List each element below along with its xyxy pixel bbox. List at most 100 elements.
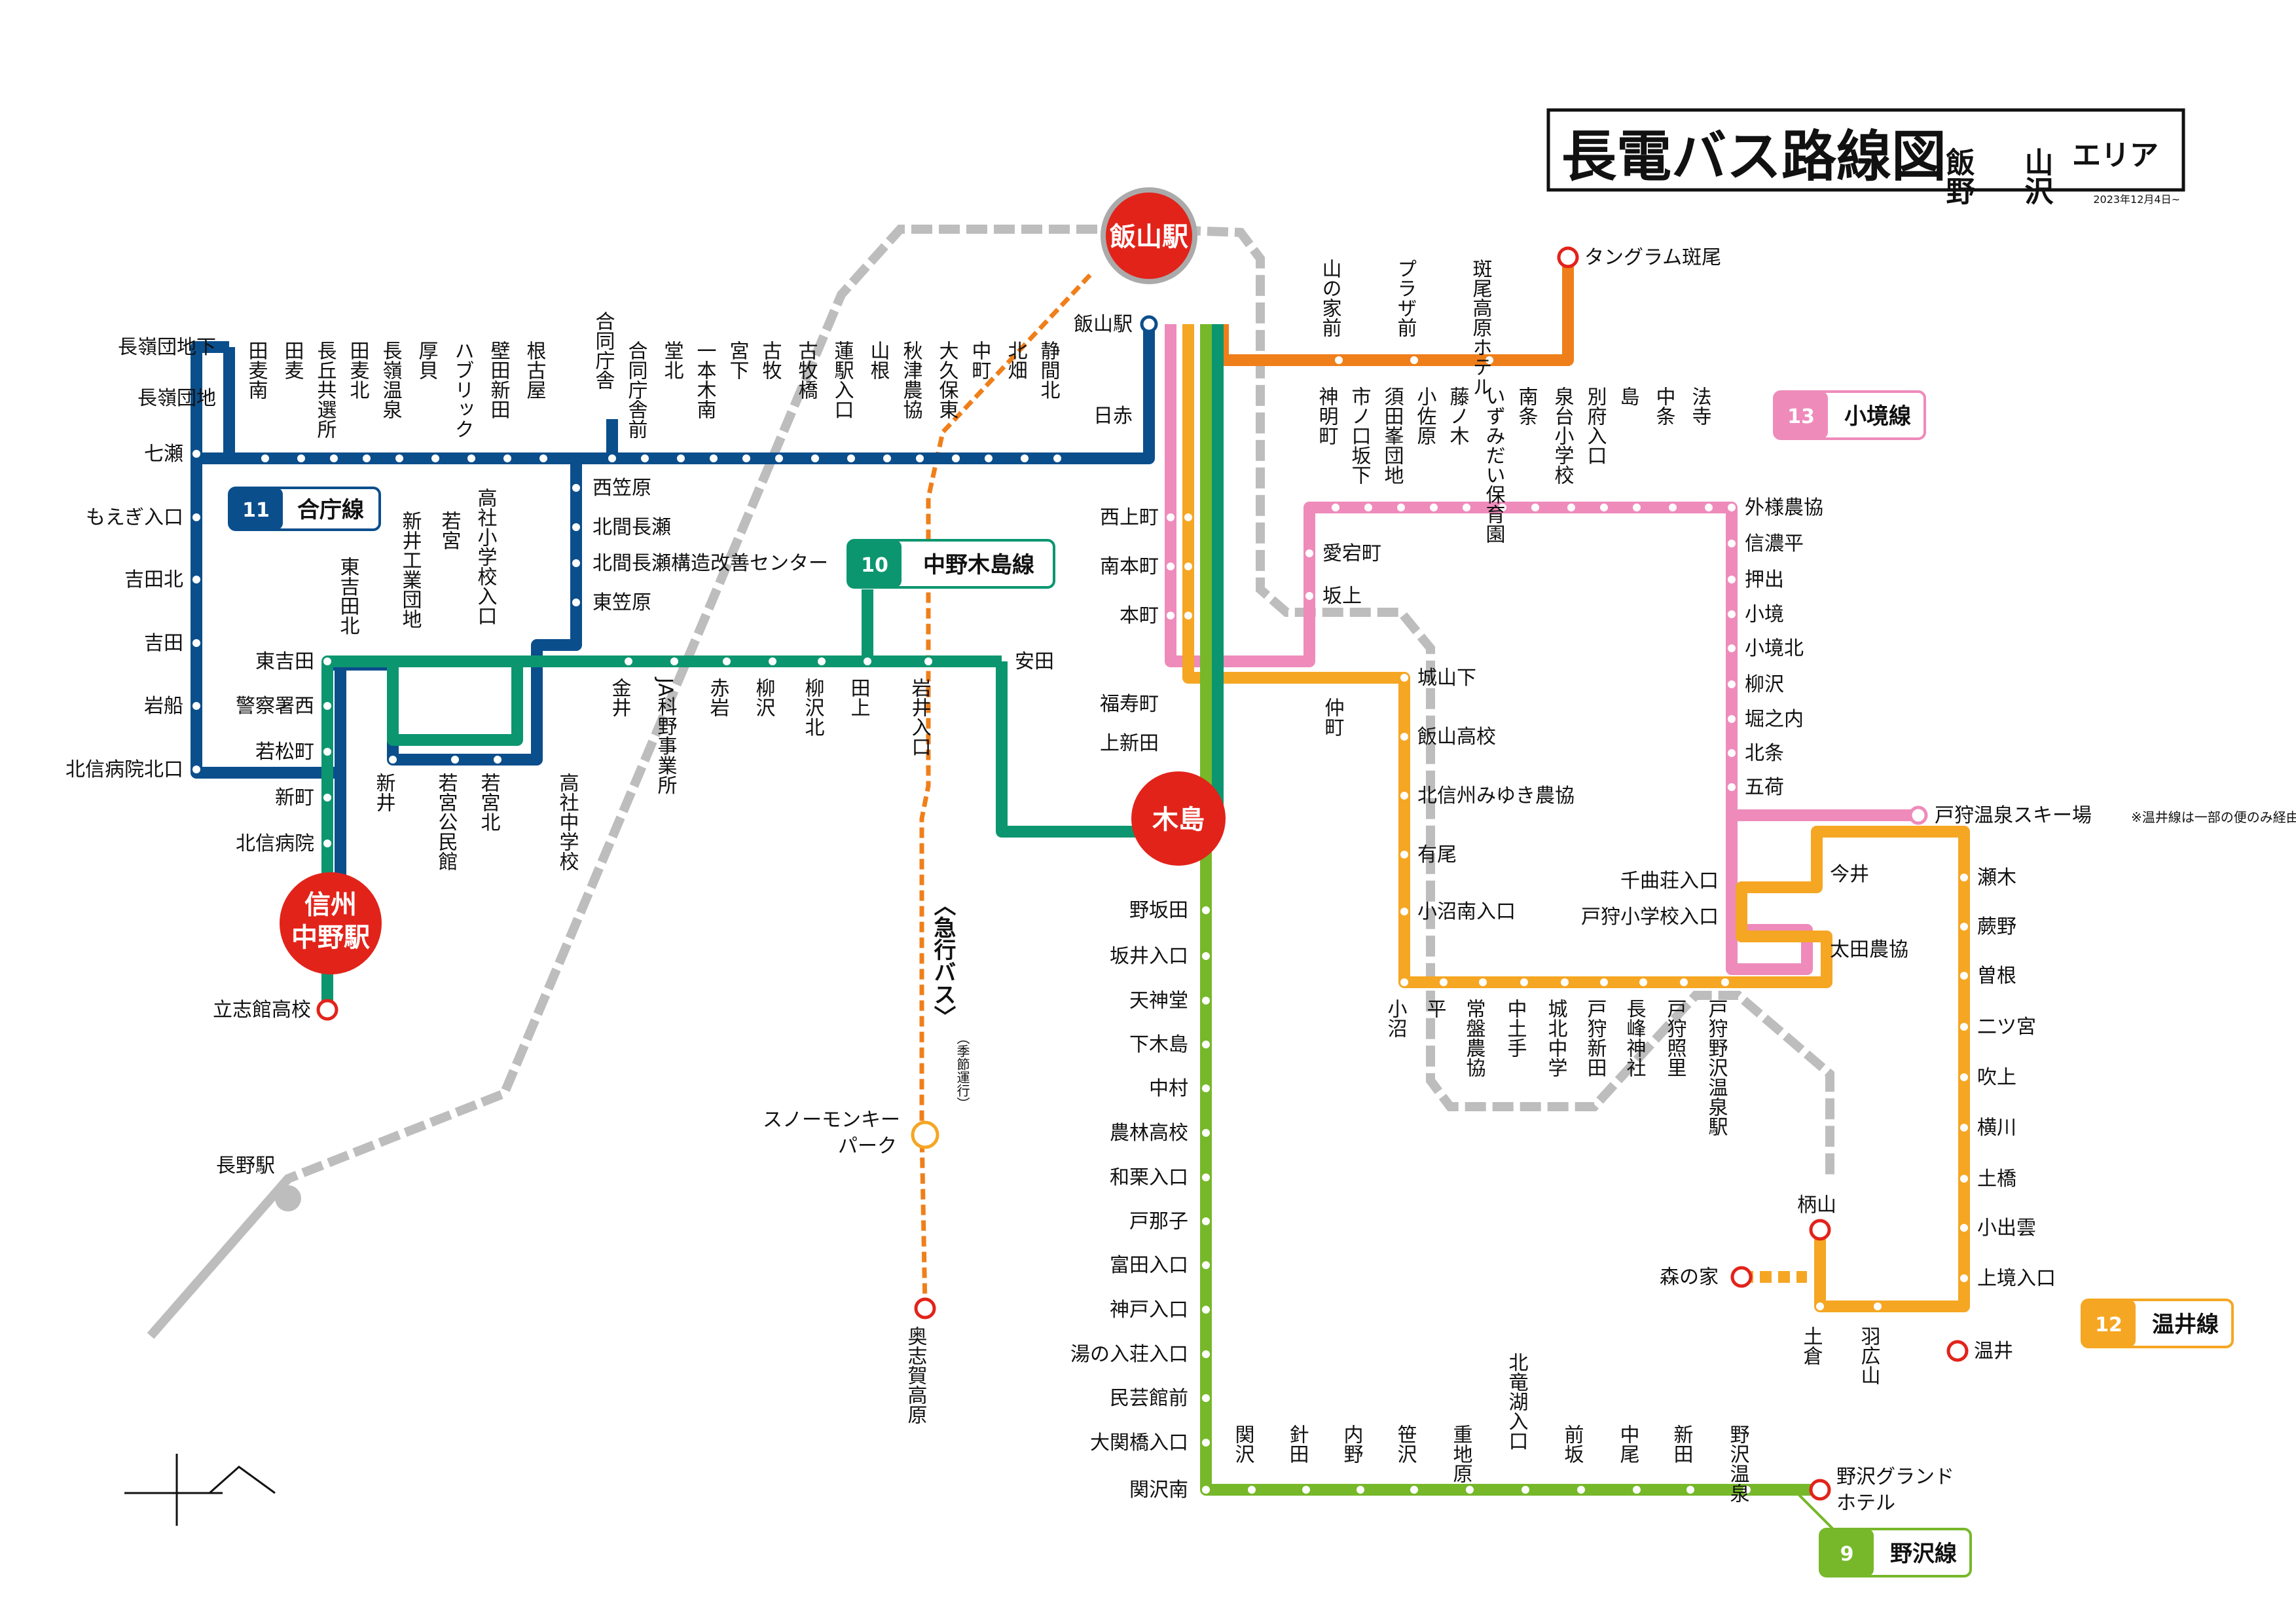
- stop-dot: [1167, 700, 1175, 708]
- stop-label: 若松町: [255, 741, 314, 764]
- route-9-number: 9: [1840, 1543, 1854, 1566]
- stop-dot: [1430, 504, 1438, 511]
- route-9-name: 野沢線: [1890, 1541, 1957, 1567]
- iiyama-stop-dot: [1140, 315, 1158, 333]
- stop-dot: [1364, 504, 1372, 511]
- stop-label: 北条: [1745, 742, 1784, 765]
- stop-label: 愛宕町: [1322, 542, 1381, 565]
- stop-label: 上新田: [1100, 732, 1159, 755]
- stop-dot: [1728, 715, 1736, 723]
- stop-dot: [1686, 1486, 1694, 1494]
- stop-label: 田麦: [281, 341, 304, 380]
- stop-label: 長嶺団地下: [118, 336, 216, 359]
- stop-label: 岩井入口: [908, 678, 932, 756]
- stop-dot: [451, 756, 459, 764]
- stop-dot: [1202, 1041, 1210, 1048]
- route-tag-10[interactable]: 10 中野木島線: [847, 539, 1055, 589]
- stop-label: 関沢南: [1129, 1479, 1188, 1502]
- stop-dot: [261, 454, 269, 462]
- stop-dot: [297, 454, 305, 462]
- stop-dot: [952, 454, 960, 462]
- stop-dot: [1960, 874, 1968, 881]
- stop-dot: [1960, 1175, 1968, 1183]
- stop-label: 島: [1616, 386, 1639, 406]
- stop-dot: [1167, 513, 1175, 521]
- route-tag-12[interactable]: 12 温井線: [2081, 1299, 2234, 1348]
- stop-dot: [710, 454, 718, 462]
- stop-dot: [1728, 540, 1736, 547]
- stop-label: 飯山高校: [1417, 726, 1496, 748]
- stop-dot: [389, 756, 397, 764]
- stop-label: 静間北: [1037, 341, 1060, 399]
- hub-kijima-label: 木島: [1152, 805, 1205, 835]
- stop-dot: [1202, 1261, 1210, 1269]
- label-express-note: （季節運行）: [955, 1031, 970, 1110]
- stop-dot: [1960, 1023, 1968, 1031]
- stop-label: 北信病院北口: [65, 758, 183, 781]
- stop-label: 柳沢北: [801, 678, 824, 737]
- stop-label: 天神堂: [1129, 989, 1188, 1012]
- stop-dot: [1743, 1486, 1751, 1494]
- label-mori: 森の家: [1660, 1266, 1719, 1289]
- stop-label: 須田峯団地: [1381, 386, 1404, 485]
- label-express: 〈急行バス〉: [930, 894, 956, 1027]
- stop-dot: [1184, 739, 1192, 747]
- stop-dot: [1410, 356, 1418, 364]
- stop-dot: [1960, 1073, 1968, 1081]
- stop-label: 羽広山: [1857, 1326, 1880, 1385]
- stop-label: 民芸館前: [1110, 1387, 1188, 1410]
- stop-label: ハブリック: [451, 341, 474, 439]
- stop-label: 坂井入口: [1110, 945, 1188, 968]
- stop-dot: [670, 657, 678, 665]
- stop-label: 重地原: [1449, 1424, 1473, 1483]
- stop-dot: [924, 657, 932, 665]
- stop-label: 大関橋入口: [1090, 1431, 1188, 1454]
- stop-label: 湯の入荘入口: [1070, 1343, 1188, 1366]
- route-11-name: 合庁線: [297, 497, 364, 523]
- stop-dot: [1202, 1217, 1210, 1225]
- stop-label: 戸那子: [1129, 1210, 1188, 1233]
- stop-label: 泉台小学校: [1551, 386, 1575, 485]
- label-nozawa-grand-1: 野沢グランド: [1836, 1466, 1954, 1488]
- route-tag-9[interactable]: 9 野沢線: [1819, 1528, 1972, 1578]
- stop-dot: [323, 794, 331, 802]
- stop-dot: [1167, 612, 1175, 619]
- stop-dot: [192, 576, 200, 583]
- stop-label: 高社中学校: [556, 773, 579, 871]
- stop-label: 根古屋: [523, 341, 546, 399]
- stop-dot: [1633, 504, 1641, 511]
- stop-label: 西上町: [1100, 506, 1159, 529]
- stop-label: 関沢: [1231, 1424, 1254, 1464]
- stop-dot: [192, 450, 200, 458]
- stop-dot: [864, 657, 871, 665]
- stop-dot: [677, 454, 685, 462]
- hub-iiyama[interactable]: 飯山駅: [1101, 187, 1197, 284]
- title-area-suffix: エリア: [2072, 139, 2159, 172]
- stop-dot: [572, 559, 580, 567]
- stop-dot: [1202, 1486, 1210, 1494]
- stop-label: 別府入口: [1584, 386, 1607, 465]
- stop-labels: 田麦南田麦長丘共選所田麦北長嶺温泉厚貝ハブリック壁田新田根古屋合同庁舎合同庁舎前…: [65, 259, 2056, 1503]
- stop-dot: [192, 513, 200, 521]
- route-tag-11[interactable]: 11 合庁線: [228, 487, 381, 531]
- nukui-stop: [1946, 1340, 1969, 1362]
- stop-label: 神明町: [1315, 386, 1339, 445]
- stop-label: 戸狩新田: [1584, 999, 1607, 1077]
- stop-label: 中土手: [1504, 999, 1527, 1058]
- stop-label: 合同庁舎: [592, 311, 615, 390]
- stop-label: 有尾: [1417, 843, 1457, 866]
- stop-label: 曽根: [1977, 965, 2016, 987]
- stop-label: 一本木南: [693, 341, 717, 419]
- stop-label: 蕨野: [1977, 915, 2016, 938]
- route-tag-13[interactable]: 13 小境線: [1773, 390, 1926, 440]
- compass-icon: [124, 1454, 276, 1526]
- stop-label: 小境: [1745, 603, 1784, 626]
- stop-dot: [1680, 978, 1688, 986]
- stop-dot: [1600, 504, 1608, 511]
- hub-kijima[interactable]: 木島: [1131, 771, 1226, 866]
- title-block: 長電バス路線図 飯野 山沢 エリア 2023年12月4日~: [1546, 108, 2185, 206]
- title-area-2: 山沢: [2020, 147, 2054, 205]
- hub-nakano[interactable]: 信州 中野駅: [280, 872, 382, 974]
- stop-label: プラザ前: [1394, 259, 1417, 337]
- stop-dot: [1184, 563, 1192, 570]
